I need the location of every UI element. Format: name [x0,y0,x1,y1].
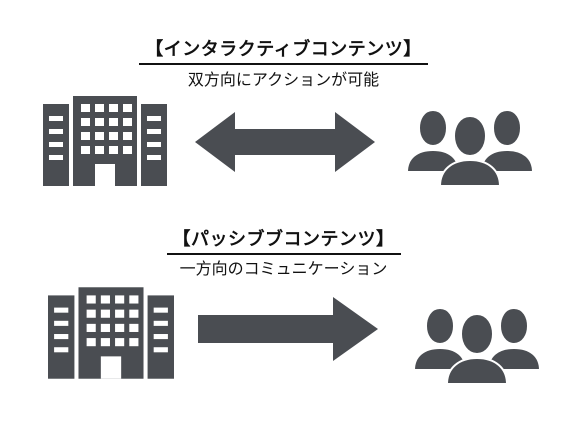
passive-heading: 【パッシブブコンテンツ】 [0,225,567,255]
double-arrow-icon [195,112,375,172]
people-group-icon [405,108,535,186]
interactive-content-section: 【インタラクティブコンテンツ】 双方向にアクションが可能 [0,0,567,200]
interactive-heading: 【インタラクティブコンテンツ】 [0,35,567,65]
building-icon [48,287,174,379]
passive-heading-text: 【パッシブブコンテンツ】 [166,225,401,255]
passive-subheading: 一方向のコミュニケーション [179,259,388,278]
people-group-icon [412,306,542,385]
interactive-subheading: 双方向にアクションが可能 [187,70,380,89]
interactive-heading-text: 【インタラクティブコンテンツ】 [139,35,428,65]
right-arrow-icon [198,297,378,361]
passive-content-section: 【パッシブブコンテンツ】 一方向のコミュニケーション [0,215,567,415]
building-icon [43,96,167,186]
